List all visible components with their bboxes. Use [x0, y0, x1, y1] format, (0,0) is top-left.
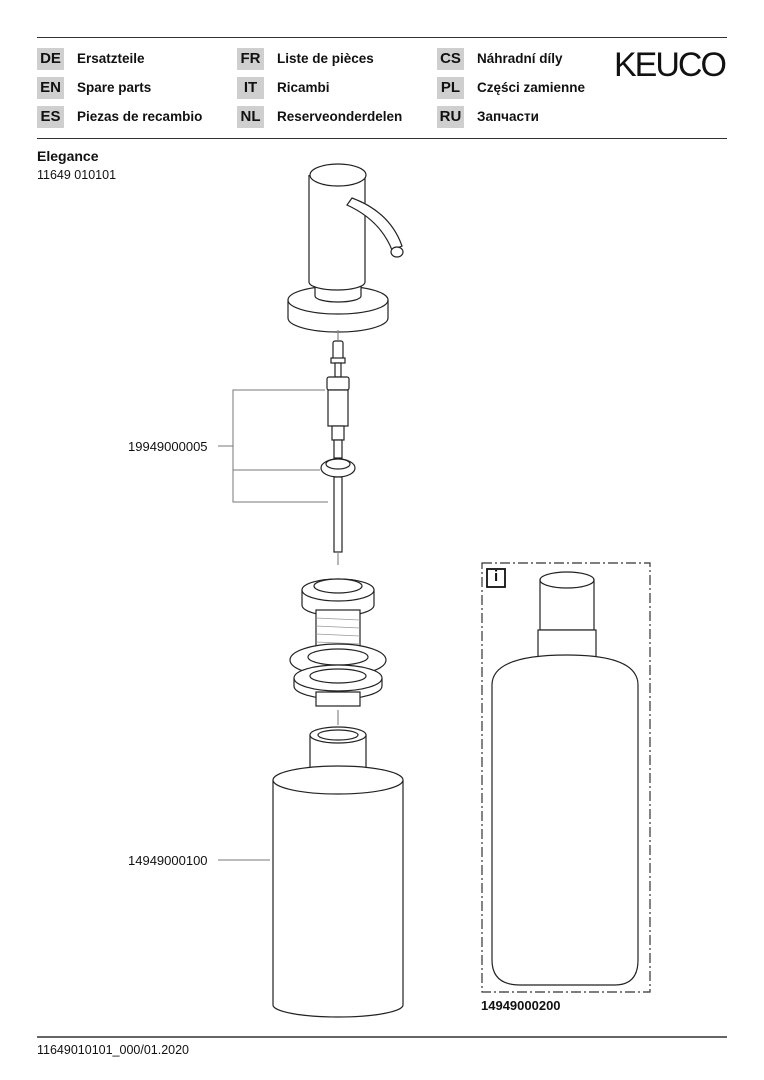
- alt-bottle-drawing: [491, 571, 639, 986]
- lang-it-label: Ricambi: [277, 80, 330, 95]
- pump-drawing: [320, 340, 356, 565]
- product-number: 11649 010101: [37, 168, 117, 182]
- lang-es: ES: [37, 106, 64, 128]
- lang-de-label: Ersatzteile: [77, 51, 145, 66]
- lang-ru-label: Запчасти: [477, 109, 539, 124]
- lang-de: DE: [37, 48, 64, 70]
- dispenser-head-drawing: [287, 163, 404, 340]
- part-label-alt-bottle: 14949000200: [481, 998, 561, 1013]
- lang-nl-label: Reserveonderdelen: [277, 109, 403, 124]
- threaded-mount-drawing: [289, 578, 387, 725]
- footer-doc-id: 11649010101_000/01.2020: [37, 1043, 190, 1057]
- lang-es-label: Piezas de recambio: [77, 109, 203, 124]
- bottle-drawing: [272, 726, 404, 1018]
- part-label-pump-set: 19949000005: [128, 439, 208, 454]
- lang-cs: CS: [437, 48, 464, 70]
- lang-en: EN: [37, 77, 64, 99]
- lang-nl: NL: [237, 106, 264, 128]
- top-rule: [37, 37, 727, 38]
- info-box-frame: [481, 562, 651, 993]
- product-name: Elegance: [37, 148, 99, 164]
- lang-ru: RU: [437, 106, 464, 128]
- lang-fr-label: Liste de pièces: [277, 51, 374, 66]
- lang-pl: PL: [437, 77, 464, 99]
- lang-fr: FR: [237, 48, 264, 70]
- part-label-bottle: 14949000100: [128, 853, 208, 868]
- lang-it: IT: [237, 77, 264, 99]
- lang-cs-label: Náhradní díly: [477, 51, 563, 66]
- header-rule: [37, 138, 727, 139]
- info-icon: i: [494, 568, 499, 585]
- leader-lines: [218, 389, 328, 861]
- info-icon-box: [486, 568, 506, 588]
- lang-pl-label: Części zamienne: [477, 80, 586, 95]
- lang-en-label: Spare parts: [77, 80, 152, 95]
- keuco-logo: KEUCO: [614, 46, 727, 84]
